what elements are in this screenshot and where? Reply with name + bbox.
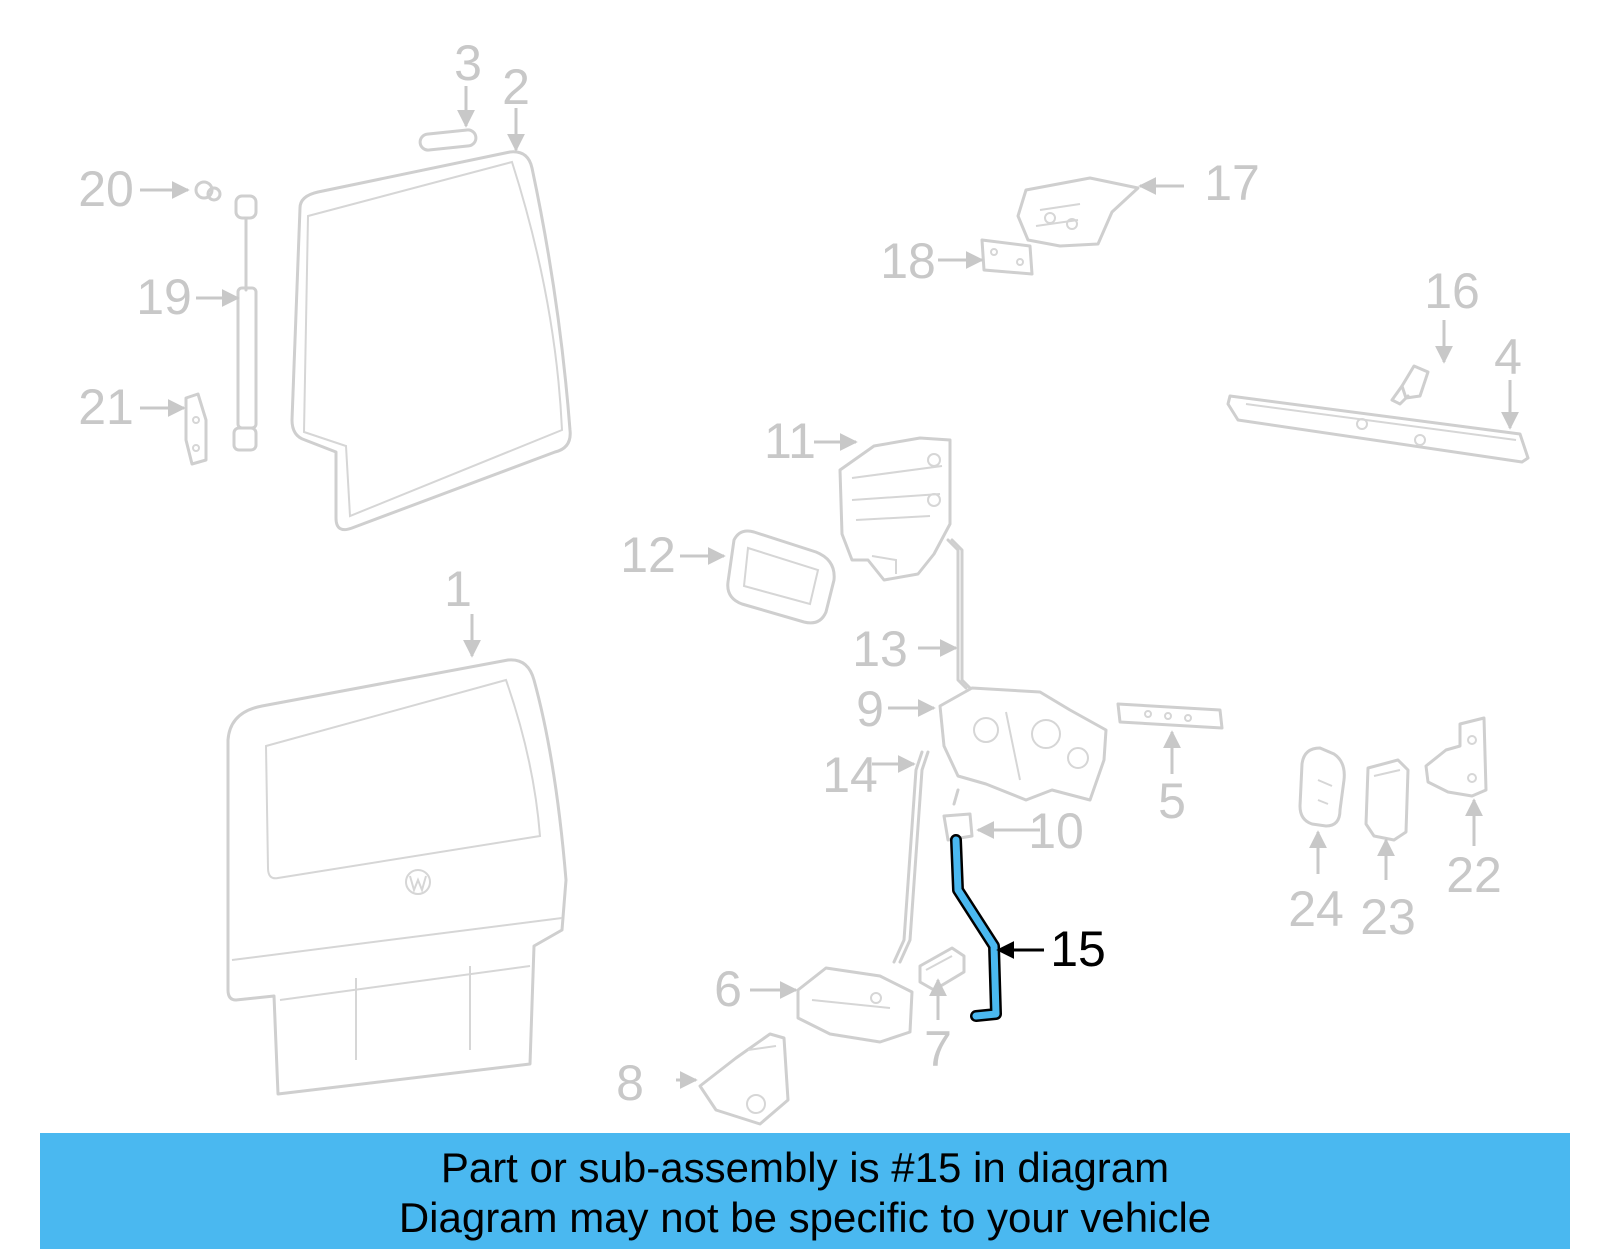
callout-label: 19 (136, 269, 192, 325)
callout-label: 12 (620, 527, 676, 583)
part-2-window-glass (290, 150, 572, 532)
callout-label: 24 (1288, 881, 1344, 937)
part-23-block (1364, 758, 1410, 842)
part-6-lock-body (796, 966, 914, 1044)
part-14-rod (892, 750, 930, 964)
callout-label: 20 (78, 161, 134, 217)
callout-label-highlighted: 15 (1050, 921, 1106, 977)
callout-label: 9 (856, 681, 884, 737)
part-12-frame (726, 529, 836, 625)
part-24-bracket (1298, 746, 1346, 828)
part-19-gas-strut (232, 194, 258, 452)
callout-label: 13 (852, 621, 908, 677)
part-3-strip (418, 128, 478, 152)
part-15-rod-highlighted (950, 834, 1002, 1022)
part-11-latch (838, 436, 952, 582)
callout-labels: 1 2 3 4 5 6 7 8 9 10 11 12 13 14 15 16 1… (78, 35, 1522, 1111)
callout-label: 22 (1446, 847, 1502, 903)
part-13-rod (946, 538, 972, 690)
callout-label: 21 (78, 379, 134, 435)
part-20-clip (194, 180, 222, 202)
part-22-striker (1424, 716, 1488, 798)
callout-label: 10 (1028, 803, 1084, 859)
callout-label: 18 (880, 233, 936, 289)
callout-label: 2 (502, 59, 530, 115)
part-16-plug (1390, 364, 1430, 406)
callout-label: 17 (1204, 155, 1260, 211)
callout-label: 1 (444, 561, 472, 617)
callout-label: 4 (1494, 329, 1522, 385)
info-banner: Part or sub-assembly is #15 in diagram D… (40, 1133, 1570, 1249)
part-4-rail (1226, 394, 1530, 464)
parts-diagram: 1 2 3 4 5 6 7 8 9 10 11 12 13 14 15 16 1… (78, 35, 1530, 1126)
callout-label: 5 (1158, 773, 1186, 829)
part-1-tailgate (226, 658, 568, 1096)
part-17-hinge (1016, 176, 1140, 248)
callout-label: 3 (454, 35, 482, 91)
callout-label: 6 (714, 961, 742, 1017)
part-8-bracket (698, 1032, 790, 1126)
part-7-switch (918, 946, 966, 992)
callout-label: 7 (924, 1021, 952, 1077)
callout-label: 8 (616, 1055, 644, 1111)
banner-line-1: Part or sub-assembly is #15 in diagram (440, 1144, 1170, 1191)
callout-arrows (140, 86, 1519, 1089)
banner-line-2: Diagram may not be specific to your vehi… (398, 1194, 1212, 1241)
callout-label: 16 (1424, 263, 1480, 319)
part-21-bracket (184, 392, 208, 466)
callout-label: 14 (822, 747, 878, 803)
part-9-lock (938, 686, 1108, 802)
callout-label: 11 (764, 413, 816, 469)
part-18-plate (980, 238, 1034, 276)
part-5-bar (1116, 702, 1224, 730)
part-10-connector (942, 788, 974, 842)
callout-label: 23 (1360, 889, 1416, 945)
